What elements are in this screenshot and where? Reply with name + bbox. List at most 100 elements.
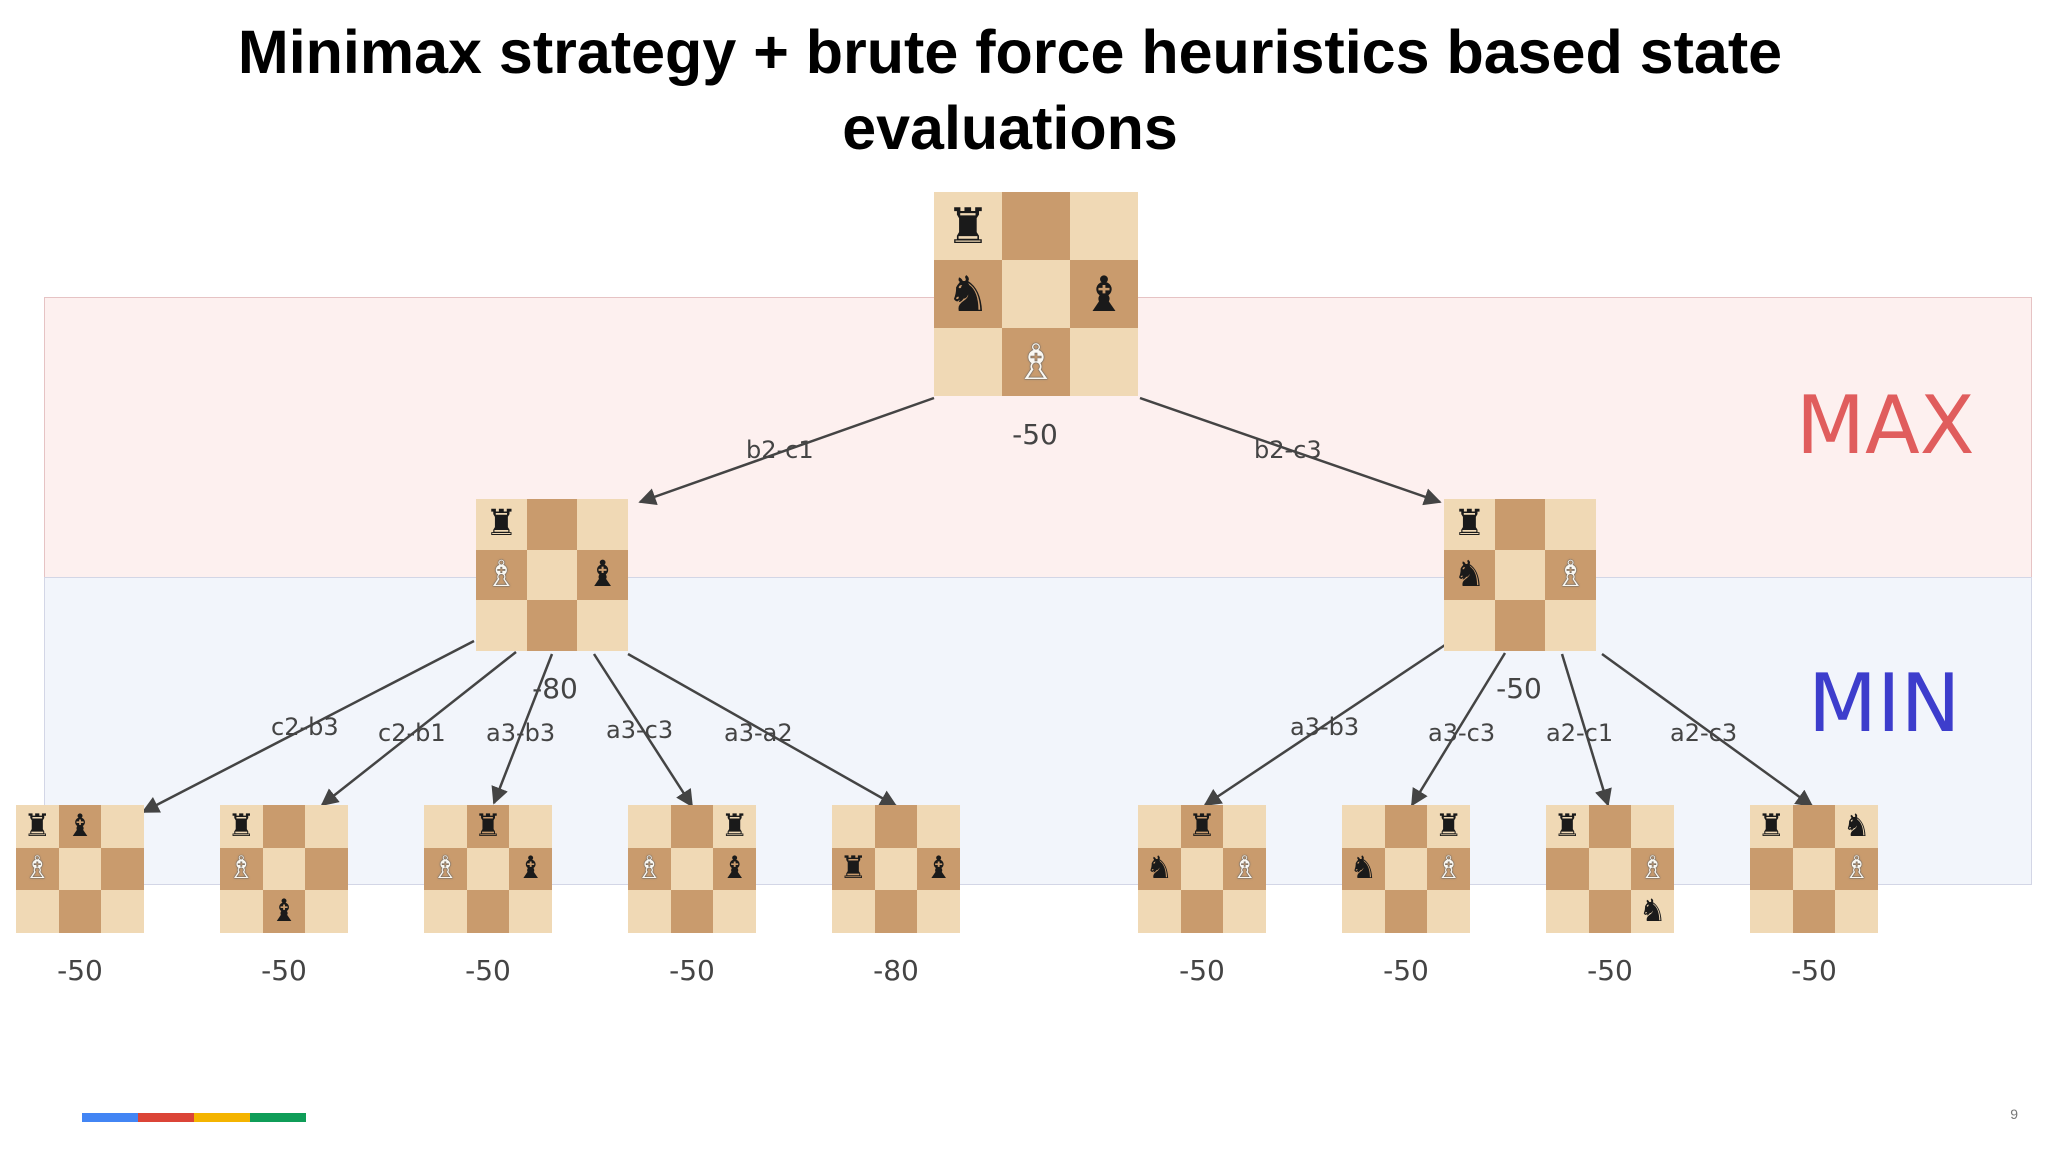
- board-square: [101, 890, 144, 933]
- leaf-score: -50: [261, 954, 307, 987]
- black-bishop-icon: ♝: [720, 850, 749, 887]
- board-square: ♞: [934, 260, 1002, 328]
- leaf-board: ♜♝: [832, 805, 960, 933]
- leaf-score: -50: [1383, 954, 1429, 987]
- board-square: ♝: [1070, 260, 1138, 328]
- move-label: b2-c3: [1254, 436, 1322, 464]
- board-square: [1444, 600, 1495, 651]
- board-square: ♜: [934, 192, 1002, 260]
- black-rook-icon: ♜: [720, 807, 749, 844]
- white-bishop-icon: ♗: [1230, 850, 1259, 887]
- board-square: ♜: [16, 805, 59, 848]
- board-square: [1792, 805, 1836, 848]
- edge-arrow: [1601, 652, 1814, 808]
- board-square: [220, 890, 263, 933]
- board-square: [101, 847, 144, 891]
- black-rook-icon: ♜: [474, 807, 502, 844]
- level1-board: ♜ ♗ ♝: [476, 499, 628, 651]
- board-square: ♗: [1002, 328, 1070, 396]
- root-board: ♜♞ ♝♗: [934, 192, 1138, 396]
- edge-arrow: [320, 651, 517, 807]
- leaf-board: ♜ ♗♝: [220, 805, 348, 933]
- board-square: ♞: [1342, 847, 1385, 891]
- board-square: [262, 805, 306, 848]
- board-square: [1494, 600, 1546, 651]
- move-label: a2-c3: [1670, 719, 1738, 747]
- black-rook-icon: ♜: [227, 807, 256, 844]
- white-bishop-icon: ♗: [1638, 850, 1667, 887]
- black-bishop-icon: ♝: [924, 850, 953, 887]
- edge-arrow: [1410, 652, 1507, 807]
- board-square: [466, 890, 510, 933]
- move-label: a3-b3: [1290, 713, 1360, 741]
- board-square: ♝: [577, 549, 628, 601]
- board-square: ♜: [713, 805, 756, 848]
- leaf-board: ♜♗♞: [1546, 805, 1674, 933]
- leaf-score: -50: [1791, 954, 1837, 987]
- board-square: [509, 890, 552, 933]
- board-square: ♜: [1444, 499, 1495, 550]
- board-square: [1588, 847, 1632, 891]
- board-square: [934, 328, 1002, 396]
- board-square: ♗: [476, 549, 527, 601]
- leaf-board: ♜♗♝: [424, 805, 552, 933]
- board-square: [1138, 805, 1181, 848]
- board-square: [1138, 890, 1181, 933]
- white-bishop-icon: ♗: [431, 850, 460, 887]
- board-square: [1002, 260, 1070, 328]
- board-square: [509, 805, 552, 848]
- board-square: ♞: [1444, 549, 1495, 601]
- board-square: [713, 890, 756, 933]
- board-square: [466, 847, 510, 891]
- leaf-score: -50: [1587, 954, 1633, 987]
- board-square: [1545, 600, 1596, 651]
- board-square: [1180, 890, 1224, 933]
- board-square: ♝: [917, 847, 960, 891]
- board-square: ♗: [1835, 847, 1878, 891]
- move-label: a3-a2: [724, 719, 793, 747]
- board-square: ♜: [832, 847, 875, 891]
- white-bishop-icon: ♗: [1554, 553, 1587, 595]
- leaf-score: -50: [465, 954, 511, 987]
- level1-score: -80: [532, 672, 578, 705]
- white-bishop-icon: ♗: [485, 553, 518, 595]
- black-rook-icon: ♜: [485, 503, 518, 545]
- board-square: ♝: [262, 890, 306, 933]
- board-square: [670, 847, 714, 891]
- board-square: [1342, 890, 1385, 933]
- black-knight-icon: ♞: [1349, 850, 1378, 887]
- edge-arrow: [1139, 396, 1442, 506]
- board-square: [476, 600, 527, 651]
- white-bishop-icon: ♗: [1014, 333, 1058, 391]
- move-label: c2-b3: [271, 713, 339, 741]
- black-rook-icon: ♜: [1434, 807, 1463, 844]
- leaf-score: -50: [57, 954, 103, 987]
- board-square: [1546, 847, 1589, 891]
- board-square: [1792, 847, 1836, 891]
- footer-color-bar: [82, 1113, 306, 1122]
- board-square: ♝: [58, 805, 102, 848]
- board-square: [101, 805, 144, 848]
- black-rook-icon: ♜: [1553, 807, 1582, 844]
- board-square: [1223, 805, 1266, 848]
- white-bishop-icon: ♗: [227, 850, 256, 887]
- board-square: [1070, 328, 1138, 396]
- board-square: ♝: [713, 847, 756, 891]
- board-square: [1494, 549, 1546, 601]
- board-square: [305, 847, 348, 891]
- board-square: [628, 805, 671, 848]
- board-square: [1750, 890, 1793, 933]
- move-label: a3-c3: [1428, 719, 1496, 747]
- board-square: ♗: [220, 847, 263, 891]
- black-rook-icon: ♜: [839, 850, 868, 887]
- board-square: [1792, 890, 1836, 933]
- edge-arrow: [638, 396, 935, 505]
- move-label: a3-c3: [606, 716, 674, 744]
- board-square: ♜: [220, 805, 263, 848]
- board-square: [670, 805, 714, 848]
- leaf-board: ♜♝♗: [16, 805, 144, 933]
- board-square: [832, 890, 875, 933]
- board-square: [917, 805, 960, 848]
- board-square: [1384, 890, 1428, 933]
- edge-arrow: [491, 653, 554, 805]
